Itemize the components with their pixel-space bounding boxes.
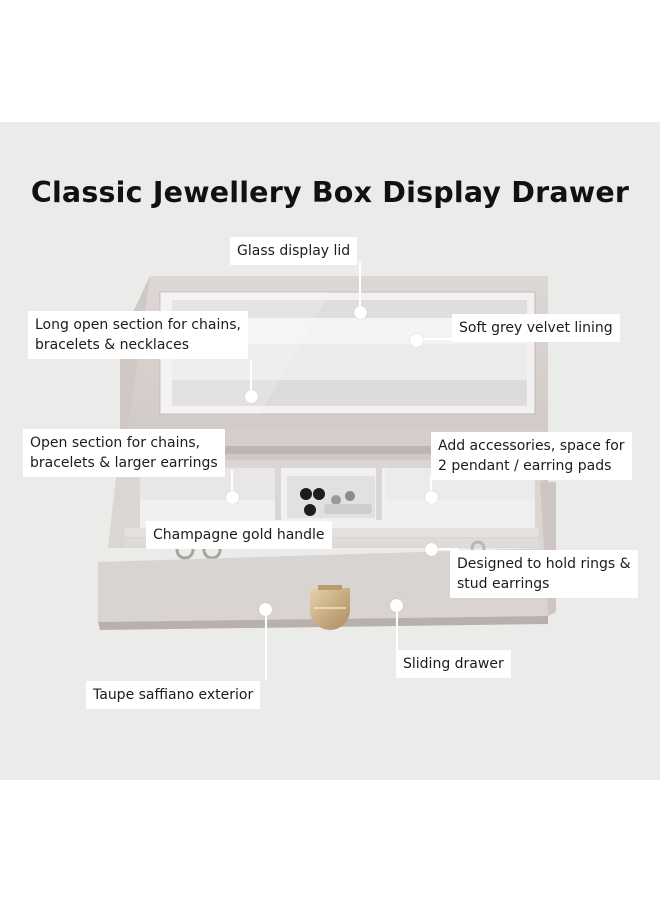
divider-1 — [275, 468, 281, 520]
leader-line — [359, 262, 361, 312]
callout-dot — [389, 598, 403, 612]
label-text: bracelets & larger earrings — [30, 455, 218, 471]
label-sliding-drawer: Sliding drawer — [396, 650, 511, 678]
label-text: Soft grey velvet lining — [459, 320, 613, 336]
label-text: bracelets & necklaces — [35, 337, 189, 353]
label-gold-handle: Champagne gold handle — [146, 521, 332, 549]
label-text: 2 pendant / earring pads — [438, 458, 612, 474]
callout-dot — [258, 602, 272, 616]
earring-stud — [313, 488, 325, 500]
label-rings: Designed to hold rings & stud earrings — [450, 550, 638, 598]
label-text: Long open section for chains, — [35, 317, 241, 333]
earring-silver — [345, 491, 355, 501]
callout-dot — [244, 389, 258, 403]
earring-stud — [304, 504, 316, 516]
leader-line — [396, 606, 398, 654]
velvet-rail-top — [172, 300, 527, 318]
label-open-section: Open section for chains, bracelets & lar… — [23, 429, 225, 477]
champagne-gold-handle — [310, 588, 350, 630]
handle-clip — [318, 585, 342, 590]
label-text: Open section for chains, — [30, 435, 201, 451]
label-text: Champagne gold handle — [153, 527, 325, 543]
callout-dot — [353, 305, 367, 319]
label-text: Sliding drawer — [403, 656, 504, 672]
callout-dot — [424, 542, 438, 556]
leader-line — [417, 338, 453, 340]
divider-2 — [376, 468, 382, 520]
leader-line — [430, 476, 432, 496]
label-glass-display-lid: Glass display lid — [230, 237, 358, 265]
callout-dot — [409, 333, 423, 347]
earring-stud — [300, 488, 312, 500]
lid-shadow — [128, 446, 548, 454]
label-text: Glass display lid — [237, 243, 351, 259]
page-title: Classic Jewellery Box Display Drawer — [30, 176, 630, 209]
label-text: stud earrings — [457, 576, 550, 592]
earring-pad — [324, 504, 372, 514]
label-long-open-section: Long open section for chains, bracelets … — [28, 311, 248, 359]
callout-dot — [424, 490, 438, 504]
label-exterior: Taupe saffiano exterior — [86, 681, 261, 709]
velvet-rail-bottom — [172, 380, 527, 406]
label-accessories: Add accessories, space for 2 pendant / e… — [431, 432, 632, 480]
label-text: Add accessories, space for — [438, 438, 625, 454]
earring-silver — [331, 495, 341, 505]
leader-line — [432, 548, 458, 550]
leader-line — [231, 470, 233, 496]
label-text: Designed to hold rings & — [457, 556, 631, 572]
label-text: Taupe saffiano exterior — [93, 687, 254, 703]
leader-line — [265, 610, 267, 680]
label-velvet-lining: Soft grey velvet lining — [452, 314, 620, 342]
callout-dot — [225, 490, 239, 504]
leader-line — [250, 359, 252, 395]
